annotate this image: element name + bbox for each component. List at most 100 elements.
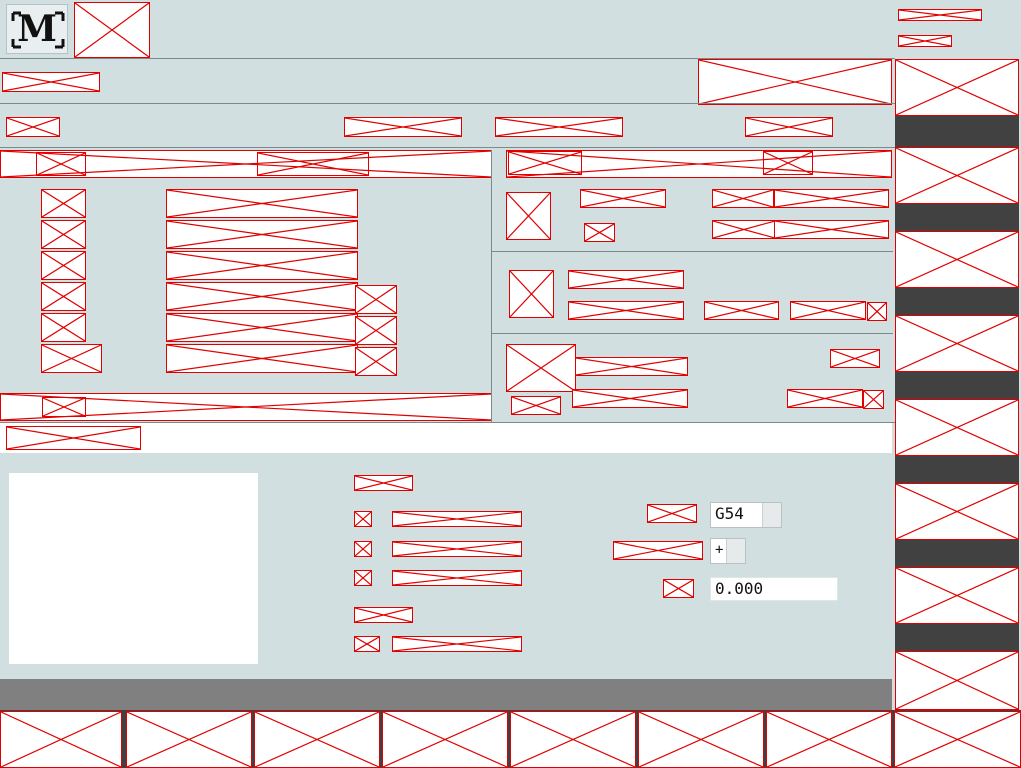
header-image (74, 2, 150, 58)
broken-image-icon (868, 303, 886, 320)
info-tab-2[interactable] (763, 151, 813, 175)
amount-input[interactable]: 0.000 (710, 577, 838, 601)
broken-image-icon (7, 118, 59, 136)
broken-image-icon (42, 314, 85, 341)
offset-group-label (354, 475, 413, 491)
side-separator-3 (895, 288, 1019, 315)
spindle-label (580, 189, 666, 208)
axis-value-y (166, 220, 358, 249)
softkey-2[interactable] (126, 711, 252, 768)
softkey-8[interactable] (894, 711, 1021, 768)
axis-unit-b (355, 316, 397, 345)
broken-image-icon (42, 221, 85, 248)
broken-image-icon (664, 580, 693, 597)
axis-label-y (41, 220, 86, 249)
broken-image-icon (42, 283, 85, 310)
broken-image-icon (507, 345, 575, 391)
broken-image-icon (356, 286, 396, 313)
softkey-6[interactable] (638, 711, 764, 768)
status-label-4 (745, 117, 833, 137)
broken-image-icon (1, 712, 121, 767)
broken-image-icon (581, 190, 665, 207)
broken-image-icon (699, 60, 891, 104)
broken-image-icon (383, 712, 507, 767)
direction-label (613, 541, 703, 560)
broken-image-icon (614, 542, 702, 559)
mode-label (2, 72, 100, 92)
broken-image-icon (355, 512, 371, 526)
side-button-7[interactable] (895, 567, 1019, 624)
broken-image-icon (648, 505, 696, 522)
position-tab-1[interactable] (36, 152, 86, 176)
info-tab-1[interactable] (508, 151, 582, 175)
status-bar (0, 679, 892, 710)
broken-image-icon (43, 398, 85, 416)
status-label-3 (495, 117, 623, 137)
status-label-1 (6, 117, 60, 137)
broken-image-icon (496, 118, 622, 136)
broken-image-icon (764, 152, 812, 174)
feed-label (568, 270, 684, 289)
softkey-1[interactable] (0, 711, 122, 768)
tool-number-value (787, 389, 863, 408)
broken-image-icon (258, 153, 368, 175)
offset-checkbox-3[interactable] (354, 570, 372, 586)
broken-image-icon (1, 151, 491, 177)
softkey-4[interactable] (382, 711, 508, 768)
side-separator-5 (895, 456, 1019, 483)
broken-image-icon (509, 152, 581, 174)
broken-image-icon (507, 193, 550, 239)
broken-image-icon (393, 637, 521, 651)
spindle-speed-label (712, 189, 774, 208)
tool-number-label (830, 349, 880, 368)
side-button-8[interactable] (895, 651, 1019, 710)
broken-image-icon (356, 348, 396, 375)
amount-label (663, 579, 694, 598)
axis-label-c (41, 344, 102, 373)
offset-checkbox-1[interactable] (354, 511, 372, 527)
side-button-3[interactable] (895, 231, 1019, 288)
broken-image-icon (167, 314, 357, 341)
broken-image-icon (896, 60, 1018, 115)
tool-value (572, 389, 688, 408)
side-button-6[interactable] (895, 483, 1019, 540)
broken-image-icon (355, 476, 412, 490)
axis-unit-a (355, 285, 397, 314)
side-button-5[interactable] (895, 399, 1019, 456)
broken-image-icon (42, 252, 85, 279)
offset-checkbox-4[interactable] (354, 636, 380, 652)
spindle-load-label (712, 220, 776, 239)
axis-label-a (41, 282, 86, 311)
softkey-3[interactable] (254, 711, 380, 768)
axis-label-x (41, 189, 86, 218)
broken-image-icon (7, 427, 140, 449)
axis-unit-c (355, 347, 397, 376)
side-button-2[interactable] (895, 147, 1019, 204)
position-tab-2[interactable] (257, 152, 369, 176)
direction-select[interactable]: + (710, 538, 746, 564)
chevron-down-icon (762, 503, 781, 527)
position-footer-label (42, 397, 86, 417)
offset-checkbox-2[interactable] (354, 541, 372, 557)
work-offset-select[interactable]: G54 (710, 502, 782, 528)
softkey-7[interactable] (766, 711, 892, 768)
softkey-5[interactable] (510, 711, 636, 768)
side-button-1[interactable] (895, 59, 1019, 116)
broken-image-icon (42, 345, 101, 372)
broken-image-icon (167, 221, 357, 248)
broken-image-icon (355, 542, 371, 556)
side-separator-4 (895, 372, 1019, 399)
side-separator-6 (895, 540, 1019, 567)
axis-label-z (41, 251, 86, 280)
feed-rate-label (704, 301, 779, 320)
broken-image-icon (864, 391, 883, 408)
feed-icon (509, 270, 554, 318)
spindle-speed-value (774, 189, 889, 208)
offset-option-4 (392, 636, 522, 652)
broken-image-icon (3, 73, 99, 91)
broken-image-icon (791, 302, 865, 319)
broken-image-icon (775, 190, 888, 207)
broken-image-icon (42, 190, 85, 217)
side-button-4[interactable] (895, 315, 1019, 372)
spindle-icon (506, 192, 551, 240)
